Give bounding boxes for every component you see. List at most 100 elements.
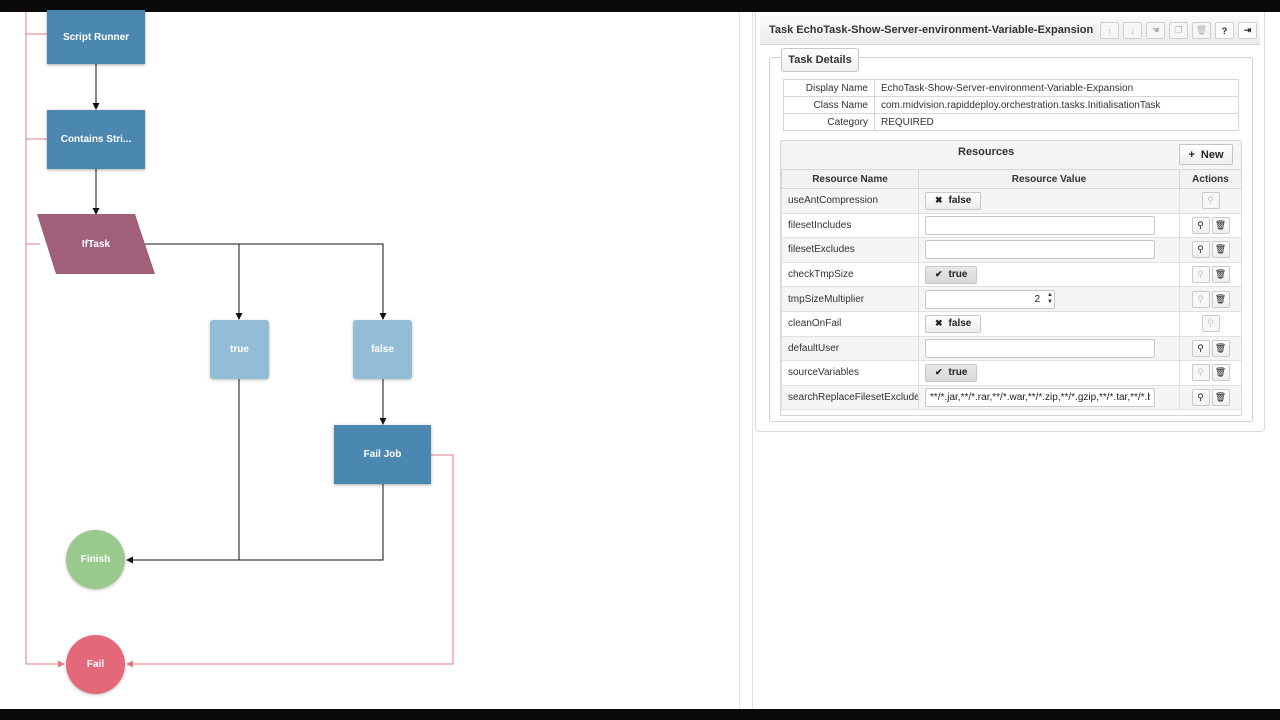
resources-table: Resource Name Resource Value Actions use… xyxy=(781,169,1242,411)
details-key: Category xyxy=(783,113,875,131)
boolean-toggle-button[interactable]: ✖false xyxy=(925,314,982,333)
resource-value-input[interactable] xyxy=(925,240,1155,260)
connector-true-to-finish xyxy=(126,379,240,564)
collapse-panel-button[interactable]: ⇥ xyxy=(1238,22,1257,39)
resource-name-cell: filesetIncludes xyxy=(781,212,919,239)
table-row: checkTmpSize ✔true ⚲🗑 xyxy=(781,261,1242,288)
trash-icon: 🗑 xyxy=(1195,25,1208,35)
if-task-label: IfTask xyxy=(81,238,111,250)
canvas-divider[interactable] xyxy=(739,12,740,709)
fail-node[interactable]: Fail xyxy=(66,635,125,694)
resource-value-input[interactable] xyxy=(925,388,1155,408)
boolean-toggle-button[interactable]: ✔true xyxy=(925,265,978,284)
trash-icon[interactable]: 🗑 xyxy=(1211,290,1230,308)
table-row: searchReplaceFilesetExcludes ⚲🗑 xyxy=(781,384,1242,411)
help-button[interactable]: ? xyxy=(1215,22,1234,39)
resource-actions-cell: ⚲ xyxy=(1179,310,1242,337)
resource-name-cell: searchReplaceFilesetExcludes xyxy=(781,384,919,411)
script-runner-node[interactable]: Script Runner xyxy=(47,10,145,64)
boolean-toggle-button[interactable]: ✔true xyxy=(925,363,978,382)
resource-value-cell: ▲▼ xyxy=(918,286,1180,312)
search-icon[interactable]: ⚲ xyxy=(1191,339,1210,357)
resource-name-cell: cleanOnFail xyxy=(781,310,919,337)
table-row: filesetExcludes ⚲🗑 xyxy=(781,237,1242,263)
details-row-category: Category REQUIRED xyxy=(783,113,1239,131)
resource-value-input[interactable] xyxy=(925,338,1155,358)
resource-value-input[interactable] xyxy=(925,215,1155,235)
plus-icon: + xyxy=(1188,148,1195,161)
trash-icon[interactable]: 🗑 xyxy=(1211,241,1230,259)
resource-value-cell xyxy=(918,335,1180,362)
resource-name-cell: filesetExcludes xyxy=(781,237,919,263)
search-icon[interactable]: ⚲ xyxy=(1201,192,1220,210)
move-down-button[interactable]: ↓ xyxy=(1123,22,1142,39)
x-icon: ✖ xyxy=(935,195,943,206)
details-row-class-name: Class Name com.midvision.rapiddeploy.orc… xyxy=(783,96,1239,114)
trash-icon[interactable]: 🗑 xyxy=(1211,389,1230,407)
new-resource-button[interactable]: + New xyxy=(1179,144,1233,165)
select-button[interactable]: ☚ xyxy=(1146,22,1165,39)
column-header-actions: Actions xyxy=(1179,169,1242,189)
resource-actions-cell: ⚲ xyxy=(1179,188,1242,214)
panel-header: Task EchoTask-Show-Server-environment-Va… xyxy=(760,16,1260,45)
table-row: sourceVariables✔true⚲🗑 xyxy=(781,360,1242,386)
help-icon: ? xyxy=(1221,25,1228,36)
resource-name-cell: useAntCompression xyxy=(781,188,919,214)
search-icon[interactable]: ⚲ xyxy=(1191,364,1210,382)
true-branch-node[interactable]: true xyxy=(210,320,269,379)
number-input[interactable] xyxy=(925,289,1055,309)
hand-icon: ☚ xyxy=(1151,25,1160,35)
trash-icon[interactable]: 🗑 xyxy=(1211,266,1230,284)
resources-table-body: useAntCompression ✖false ⚲ filesetIncludes ⚲… xyxy=(781,188,1242,411)
finish-node[interactable]: Finish xyxy=(66,530,125,589)
fail-connector-failjob xyxy=(126,454,454,668)
tab-task-details[interactable]: Task Details xyxy=(781,48,859,72)
up-arrow-icon: ↑ xyxy=(1107,25,1112,36)
resource-name-cell: checkTmpSize xyxy=(781,261,919,288)
search-icon[interactable]: ⚲ xyxy=(1201,315,1220,333)
search-icon[interactable]: ⚲ xyxy=(1191,389,1210,407)
panel-divider xyxy=(752,12,753,709)
if-task-node[interactable]: IfTask xyxy=(56,214,136,274)
resource-value-cell xyxy=(918,237,1180,263)
search-icon[interactable]: ⚲ xyxy=(1191,216,1210,234)
resource-value-cell: ✔true xyxy=(918,360,1180,386)
toggle-label: true xyxy=(948,367,968,379)
copy-button[interactable]: ❐ xyxy=(1169,22,1188,39)
resource-actions-cell: ⚲🗑 xyxy=(1179,335,1242,362)
details-row-display-name: Display Name EchoTask-Show-Server-enviro… xyxy=(783,79,1239,97)
copy-icon: ❐ xyxy=(1174,25,1183,35)
trash-icon[interactable]: 🗑 xyxy=(1211,364,1230,382)
trash-icon[interactable]: 🗑 xyxy=(1211,216,1230,234)
search-icon[interactable]: ⚲ xyxy=(1191,266,1210,284)
false-branch-node[interactable]: false xyxy=(353,320,412,379)
resource-actions-cell: ⚲🗑 xyxy=(1179,237,1242,263)
trash-icon[interactable]: 🗑 xyxy=(1211,339,1230,357)
resource-actions-cell: ⚲🗑 xyxy=(1179,384,1242,411)
delete-task-button[interactable]: 🗑 xyxy=(1192,22,1211,39)
details-key: Class Name xyxy=(783,96,875,114)
search-icon[interactable]: ⚲ xyxy=(1191,290,1210,308)
fail-job-node[interactable]: Fail Job xyxy=(334,425,431,484)
column-header-resource-value: Resource Value xyxy=(918,169,1180,189)
flow-canvas[interactable]: Script Runner Contains Stri... IfTask tr… xyxy=(0,10,740,709)
bottom-window-bar xyxy=(0,709,1280,720)
table-row: tmpSizeMultiplier▲▼⚲🗑 xyxy=(781,286,1242,312)
search-icon[interactable]: ⚲ xyxy=(1191,241,1210,259)
finish-label: Finish xyxy=(80,554,111,565)
true-branch-label: true xyxy=(230,344,249,355)
move-up-button[interactable]: ↑ xyxy=(1100,22,1119,39)
spinner-arrows-icon[interactable]: ▲▼ xyxy=(1047,291,1053,305)
flow-connectors xyxy=(25,12,454,668)
fail-connector-left-rail xyxy=(25,12,65,668)
boolean-toggle-button[interactable]: ✖false xyxy=(925,191,982,210)
details-key: Display Name xyxy=(783,79,875,97)
top-window-bar xyxy=(0,0,1280,12)
resource-value-cell: ✖false xyxy=(918,188,1180,214)
collapse-icon: ⇥ xyxy=(1243,25,1252,35)
connector-iftask-to-true xyxy=(140,243,243,320)
resource-value-cell xyxy=(918,212,1180,239)
contains-string-node[interactable]: Contains Stri... xyxy=(47,110,145,169)
number-stepper[interactable]: ▲▼ xyxy=(925,289,1055,309)
fail-job-label: Fail Job xyxy=(363,449,402,460)
